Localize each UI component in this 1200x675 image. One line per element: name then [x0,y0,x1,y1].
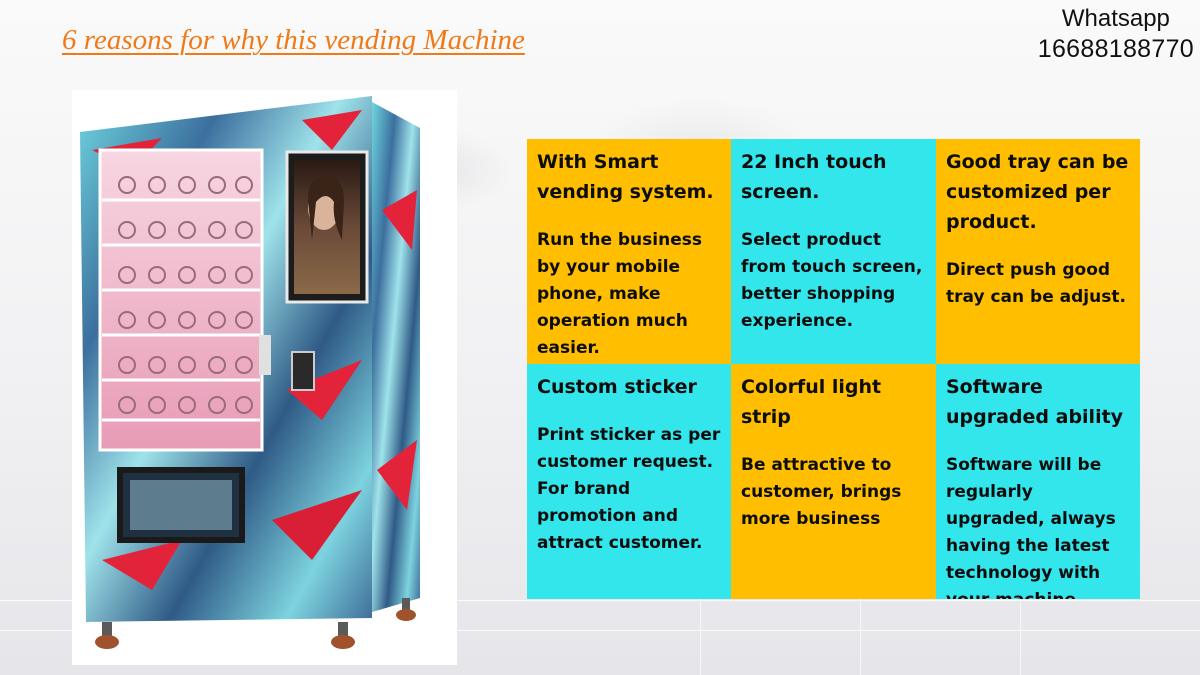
feature-body: Software will be regularly upgraded, alw… [946,455,1116,599]
vending-machine-image [72,90,457,665]
floor-line [1020,565,1021,675]
feature-heading: Colorful light strip [741,376,882,428]
feature-heading: With Smart vending system. [537,151,714,203]
feature-card-touch-screen: 22 Inch touch screen. Select product fro… [731,139,936,364]
feature-body: Print sticker as per customer request. F… [537,425,721,553]
feature-card-tray: Good tray can be customized per product.… [936,139,1140,364]
feature-card-smart-vending: With Smart vending system. Run the busin… [527,139,731,364]
whatsapp-contact: Whatsapp 16688188770 [1038,4,1194,65]
page-title: 6 reasons for why this vending Machine [62,24,525,56]
feature-card-software: Software upgraded ability Software will … [936,364,1140,599]
feature-body: Be attractive to customer, brings more b… [741,455,902,529]
features-grid: With Smart vending system. Run the busin… [527,139,1140,599]
vending-machine-illustration [80,96,420,649]
feature-heading: 22 Inch touch screen. [741,151,887,203]
feature-heading: Custom sticker [537,376,697,398]
feature-card-custom-sticker: Custom sticker Print sticker as per cust… [527,364,731,599]
feature-card-light-strip: Colorful light strip Be attractive to cu… [731,364,936,599]
whatsapp-label: Whatsapp [1061,5,1170,32]
whatsapp-number: 16688188770 [1037,35,1194,63]
feature-heading: Software upgraded ability [946,376,1124,428]
floor-line [0,600,1200,601]
feature-heading: Good tray can be customized per product. [946,151,1129,233]
floor-line [0,630,1200,631]
feature-body: Direct push good tray can be adjust. [946,260,1126,307]
floor-line [700,565,701,675]
feature-body: Run the business by your mobile phone, m… [537,230,702,358]
feature-body: Select product from touch screen, better… [741,230,923,331]
floor-line [860,565,861,675]
